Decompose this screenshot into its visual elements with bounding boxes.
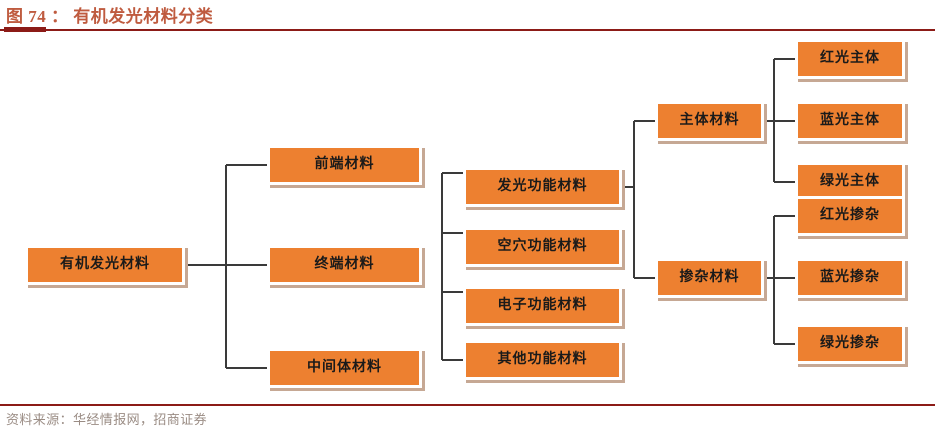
node-label: 绿光掺杂	[820, 336, 880, 351]
node-green-dopant[interactable]: 绿光掺杂	[795, 324, 905, 364]
node-root[interactable]: 有机发光材料	[25, 245, 185, 285]
source-note: 资料来源：华经情报网，招商证券	[6, 412, 208, 427]
node-label: 绿光主体	[820, 174, 880, 189]
diagram-canvas: 有机发光材料 前端材料 终端材料 中间体材料 发光功能材料 空穴功能材料 电子功…	[0, 34, 935, 402]
node-hole-functional-material[interactable]: 空穴功能材料	[463, 227, 622, 267]
node-host-material[interactable]: 主体材料	[655, 101, 764, 141]
node-label: 电子功能材料	[497, 298, 588, 313]
node-intermediate-material[interactable]: 中间体材料	[267, 348, 422, 388]
node-red-dopant[interactable]: 红光掺杂	[795, 196, 905, 236]
node-label: 空穴功能材料	[497, 239, 588, 254]
figure-header: 图 74 ： 有机发光材料分类	[0, 0, 935, 32]
node-label: 有机发光材料	[60, 257, 150, 272]
footer-divider	[0, 404, 935, 406]
node-blue-dopant[interactable]: 蓝光掺杂	[795, 258, 905, 298]
node-terminal-material[interactable]: 终端材料	[267, 245, 422, 285]
node-green-host[interactable]: 绿光主体	[795, 162, 905, 202]
node-label: 前端材料	[314, 157, 375, 172]
node-label: 其他功能材料	[497, 352, 588, 367]
node-electron-functional-material[interactable]: 电子功能材料	[463, 286, 622, 326]
node-red-host[interactable]: 红光主体	[795, 39, 905, 79]
node-label: 发光功能材料	[497, 179, 588, 194]
node-blue-host[interactable]: 蓝光主体	[795, 101, 905, 141]
node-label: 蓝光掺杂	[820, 270, 880, 285]
node-label: 掺杂材料	[679, 270, 740, 285]
node-label: 蓝光主体	[820, 113, 880, 128]
connector-lines	[186, 58, 795, 369]
node-other-functional-material[interactable]: 其他功能材料	[463, 340, 622, 380]
page-title: 图 74 ： 有机发光材料分类	[6, 7, 214, 26]
node-dopant-material[interactable]: 掺杂材料	[655, 258, 764, 298]
node-front-end-material[interactable]: 前端材料	[267, 145, 422, 185]
node-label: 中间体材料	[307, 360, 382, 375]
title-accent-bar	[4, 27, 46, 32]
node-light-emitting-functional-material[interactable]: 发光功能材料	[463, 167, 622, 207]
node-label: 终端材料	[314, 257, 375, 272]
node-label: 红光掺杂	[820, 208, 880, 223]
title-divider	[0, 29, 935, 31]
node-label: 红光主体	[820, 51, 880, 66]
node-label: 主体材料	[679, 113, 740, 128]
